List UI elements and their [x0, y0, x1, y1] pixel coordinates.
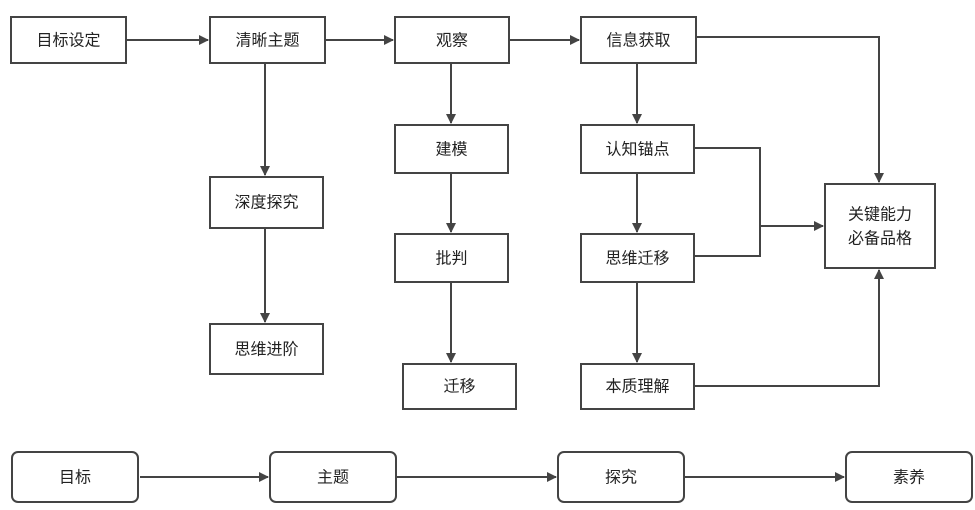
node-b-theme-label: 主题	[317, 468, 349, 487]
node-observe: 观察	[394, 16, 510, 64]
node-clear-theme-label: 清晰主题	[235, 31, 299, 50]
edge-thinking-merge	[694, 226, 761, 257]
node-deep-explore: 深度探究	[209, 176, 324, 229]
node-key-ability: 关键能力 必备品格	[824, 183, 936, 269]
node-b-goal: 目标	[11, 451, 139, 503]
node-thinking-transfer: 思维迁移	[580, 233, 695, 283]
node-thinking-transfer-label: 思维迁移	[605, 249, 669, 268]
node-goal: 目标设定	[10, 16, 127, 64]
node-b-explore: 探究	[557, 451, 685, 503]
node-cognitive-anchor-label: 认知锚点	[605, 140, 669, 159]
node-deep-explore-label: 深度探究	[234, 193, 298, 212]
node-transfer: 迁移	[402, 363, 517, 410]
node-thinking-advance-label: 思维进阶	[234, 340, 298, 359]
node-transfer-label: 迁移	[443, 377, 475, 396]
node-clear-theme: 清晰主题	[209, 16, 326, 64]
edge-info-key	[696, 36, 884, 183]
edges	[126, 35, 884, 482]
node-essence-label: 本质理解	[605, 377, 669, 396]
node-model-label: 建模	[435, 140, 467, 159]
node-cognitive-anchor: 认知锚点	[580, 124, 695, 174]
node-info: 信息获取	[580, 16, 697, 64]
node-observe-label: 观察	[436, 31, 468, 50]
node-key-ability-line1: 关键能力	[848, 205, 912, 224]
node-b-literacy-label: 素养	[893, 468, 925, 487]
node-critique: 批判	[394, 233, 509, 283]
node-b-goal-label: 目标	[59, 468, 91, 487]
edge-essence-key	[694, 269, 884, 387]
node-essence: 本质理解	[580, 363, 695, 410]
node-key-ability-line2: 必备品格	[848, 229, 912, 248]
node-b-literacy: 素养	[845, 451, 973, 503]
edge-anchor-merge	[694, 147, 761, 226]
node-thinking-advance: 思维进阶	[209, 323, 324, 375]
node-goal-label: 目标设定	[36, 31, 100, 50]
node-critique-label: 批判	[435, 249, 467, 268]
node-b-explore-label: 探究	[605, 468, 637, 487]
node-b-theme: 主题	[269, 451, 397, 503]
node-model: 建模	[394, 124, 509, 174]
node-info-label: 信息获取	[606, 31, 670, 50]
